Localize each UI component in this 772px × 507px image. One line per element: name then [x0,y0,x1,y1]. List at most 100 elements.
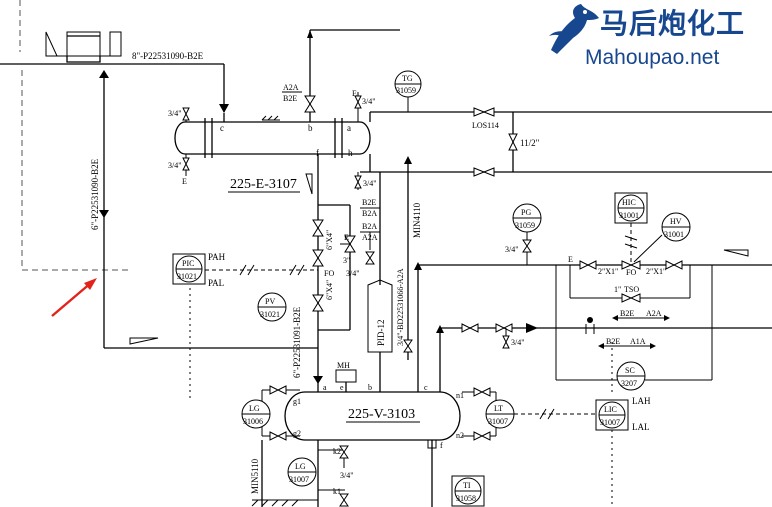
drain-size-e: 3/4" [346,269,360,278]
instrument-lic-31007[interactable]: LIC 31007 [595,399,629,431]
drain-size-b: 3/4" [168,161,182,170]
instrument-pg-31059[interactable]: PG 31059 [512,203,542,233]
vessel-nozzle-f: f [440,441,443,450]
instrument-lg-31007[interactable]: LG 31007 [287,457,317,487]
svg-text:31001: 31001 [664,230,684,239]
svg-text:PG: PG [521,208,531,217]
instrument-lt-31007[interactable]: LT 31007 [485,399,515,429]
spec-a2a-top: A2A [283,83,299,92]
instrument-tg-31059[interactable]: TG 31059 [394,70,422,98]
annotation-arrow [51,278,97,317]
vent-e-label: E [352,89,357,98]
svg-text:LIC: LIC [604,405,617,414]
reducer-b: 6"X4" [325,280,334,300]
slope-mark [129,337,159,345]
spec-b2e-a1a: B2E [606,337,620,346]
svg-text:HIC: HIC [622,198,636,207]
instrument-ti-31058[interactable]: TI 31058 [451,475,485,507]
top-line-label: 8"-P22531090-B2E [132,51,204,61]
svg-text:LT: LT [494,404,503,413]
svg-text:31059: 31059 [515,221,535,230]
instrument-pic-31021[interactable]: PIC 31021 [172,253,206,285]
alarm-lal: LAL [632,422,650,432]
svg-text:TI: TI [463,481,471,490]
drain-size-g: 3/4" [511,338,525,347]
svg-text:31007: 31007 [289,475,309,484]
fail-open-label-1: FO [324,269,334,278]
svg-text:PIC: PIC [182,259,194,268]
svg-text:31058: 31058 [456,494,476,503]
vent-size-c: 3/4" [362,97,376,106]
spec-stack-1: B2A [362,209,377,218]
nozzle-a: a [347,123,351,133]
svg-text:PV: PV [265,297,275,306]
alarm-lah: LAH [632,396,651,406]
min-flow-label: MIN4110 [412,202,422,238]
vent-size-a: 3/4" [168,109,182,118]
left-vertical-label: 6"-P22531090-B2E [90,158,100,230]
vessel-nozzle-b: b [368,383,372,392]
bypass-size: 3" [343,256,350,265]
svg-text:LG: LG [249,404,260,413]
vessel-225-v-3103 [284,391,461,441]
nozzle-b: b [308,123,313,133]
svg-text:LG: LG [295,462,306,471]
drain-size-f: 3/4" [340,471,354,480]
nozzle-c: c [220,123,224,133]
svg-text:31007: 31007 [600,418,620,427]
svg-text:TG: TG [402,74,413,83]
svg-text:31001: 31001 [619,211,639,220]
watermark-logo [545,2,772,76]
drain-e-label: E [182,177,187,186]
brand-name-cn: 马后炮化工 [600,7,746,40]
nozzle-f: f [316,148,319,158]
reducer-a: 6"X4" [325,230,334,250]
svg-text:31021: 31021 [260,310,280,319]
fail-open-label-2: FO [626,268,636,277]
slope-mark-exchanger [305,173,313,195]
slope-mark-right [723,249,749,257]
nozzle-h: h [348,148,353,158]
pid-reference-flag: PID-12 [367,279,393,353]
vessel-nozzle-g1: g1 [293,397,301,406]
hv-reducer-a: 2"X1" [598,267,618,276]
bypass-size-hv: 1" [614,285,621,294]
exchanger-tag: 225-E-3107 [230,177,297,192]
svg-text:3207: 3207 [621,379,637,388]
drain-e-label-2: E [344,233,349,242]
instrument-hic-31001[interactable]: HIC 31001 [614,192,648,224]
spec-a1a: A1A [630,337,646,346]
min-flow-bottom-label: MIN5110 [250,458,260,494]
svg-text:HV: HV [670,217,682,226]
los-label: LOS114 [472,121,499,130]
svg-text:SC: SC [625,366,635,375]
instrument-hv-31001[interactable]: HV 31001 [661,212,691,242]
middle-vertical-label: 6"-P22531091-B2E [292,306,302,378]
vessel-nozzle-g2: g2 [293,429,301,438]
vessel-nozzle-c: c [424,383,428,392]
vessel-nozzle-e: e [340,383,344,392]
hv-e-label: E [568,255,573,264]
svg-text:31059: 31059 [396,86,416,95]
spec-a2a-right: A2A [646,309,662,318]
drain-size-d: 3/4" [363,179,377,188]
vessel-nozzle-k1: k1 [333,487,341,496]
svg-text:31006: 31006 [243,417,263,426]
hv-reducer-b: 2"X1" [646,267,666,276]
drain-line-label: 3/4"-BD22531066-A2A [396,268,405,346]
instrument-sc-3207[interactable]: SC 3207 [616,361,646,391]
vessel-nozzle-a: a [323,383,327,392]
horse-head-icon [549,4,599,54]
vessel-nozzle-k2: k2 [333,447,341,456]
instrument-lg-31006[interactable]: LG 31006 [241,399,271,429]
orifice-point [587,317,593,323]
svg-text:31021: 31021 [177,272,197,281]
spec-stack-2: B2A [362,222,377,231]
instrument-pv-31021[interactable]: PV 31021 [257,292,287,322]
reducer-label: 11/2" [520,138,540,148]
valve-top-exchanger [304,95,316,113]
spec-b2e-right: B2E [620,309,634,318]
tso-label: TSO [624,285,639,294]
heat-exchanger-225-e-3107 [174,115,371,158]
